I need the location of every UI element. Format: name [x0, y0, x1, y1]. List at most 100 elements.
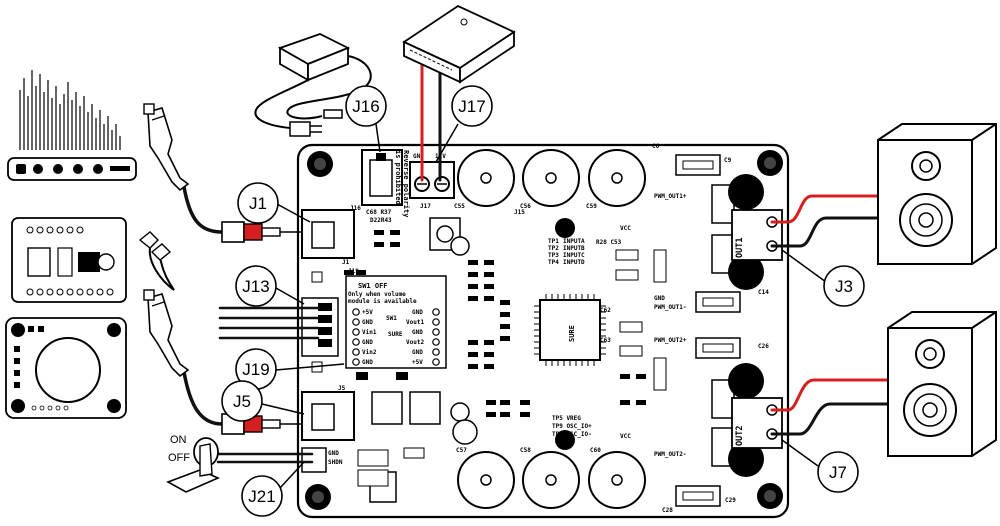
header-j19: SW1 OFF Only when volume module is avail…: [345, 268, 447, 369]
vcc-label-bottom: VCC: [620, 433, 631, 440]
player-control-icons: [16, 164, 130, 174]
callout-j7-text: J7: [829, 463, 847, 482]
hdr-right-1: Vout1: [406, 319, 424, 326]
output-chokes: [711, 174, 764, 477]
j21-gnd-label: GND: [328, 450, 339, 457]
out1-label: OUT1: [735, 238, 745, 258]
callout-j3-text: J3: [835, 277, 853, 296]
rca-plug-j5: [221, 413, 302, 435]
r28-c53-label: R28 C53: [596, 239, 622, 246]
tp5-vreg: TP5 VREG: [552, 415, 581, 422]
polarity-warning-1: Reverse polarity: [402, 150, 410, 218]
hdr-left-3: GND: [362, 339, 373, 346]
j21-shdn-label: SHDN: [328, 459, 343, 466]
c26-label: C26: [758, 343, 769, 350]
power-toggle-switch: ON OFF: [166, 434, 220, 493]
input-labels: TP1 INPUTA TP2 INPUTB TP3 INPUTC TP4 INP…: [548, 238, 585, 266]
capacitors-top: C55 C56 C59: [454, 149, 646, 210]
sw1-label: SW1: [386, 315, 397, 322]
audio-cable-j1: [182, 185, 224, 234]
c28-label: C28: [662, 507, 673, 514]
bluetooth-module: [11, 217, 127, 303]
audio-cable-j5: [182, 370, 224, 426]
c68-r37-label: C68 R37: [366, 209, 392, 216]
j17-board-label: J17: [420, 203, 431, 210]
svg-text:GND: GND: [413, 153, 424, 160]
c59-label: C59: [586, 203, 597, 210]
mounting-holes: [305, 150, 783, 510]
speaker1-wire-red: [770, 194, 880, 224]
aux-jack-2: [143, 289, 190, 378]
callout-j16-text: J16: [352, 97, 379, 116]
c63-label: C63: [600, 337, 611, 344]
switch-terminal-j21: GND SHDN: [301, 447, 343, 473]
hdr-left-0: +5V: [362, 309, 373, 316]
speaker1-wire-black: [770, 216, 880, 248]
wires: [182, 60, 890, 464]
pwm-out1-minus: PWM_OUT1-: [654, 304, 687, 311]
out2-label: OUT2: [735, 426, 745, 446]
smd-components: [311, 217, 667, 503]
callout-j17: J17: [451, 85, 493, 127]
usb-cable: [138, 231, 175, 291]
control-wires-j13: [218, 306, 320, 340]
c9-label: C9: [724, 157, 732, 164]
output-terminal-j7: OUT2: [731, 397, 783, 449]
hdr-right-3: Vout2: [406, 339, 424, 346]
callout-leaders: [261, 123, 827, 489]
c29-label: C29: [725, 497, 736, 504]
gnd-label-mid: GND: [654, 295, 665, 302]
input-b-label: INPUTB: [563, 245, 585, 252]
c56-label: C56: [520, 203, 531, 210]
callout-j21-text: J21: [248, 487, 275, 506]
callout-j21: J21: [241, 475, 283, 517]
c55-label: C55: [454, 203, 465, 210]
aux-jack-1: [143, 103, 190, 192]
tp2-label: TP2: [548, 245, 559, 252]
callout-j1: J1: [237, 182, 279, 224]
callout-j16: J16: [345, 85, 387, 127]
speaker-2: [887, 311, 997, 457]
pwm-out2-plus: PWM_OUT2+: [654, 337, 687, 344]
switching-power-supply: [402, 4, 516, 84]
callout-j3: J3: [823, 265, 865, 307]
d22-r43-label: D22R43: [370, 217, 392, 224]
c60-label: C60: [590, 447, 601, 454]
pwm-labels: PWM_OUT1+ PWM_OUT1- PWM_OUT2+ PWM_OUT2- …: [620, 193, 687, 458]
tp3-label: TP3: [548, 252, 559, 259]
hdr-left-2: Vin1: [362, 329, 377, 336]
input-a-label: INPUTA: [563, 238, 585, 245]
tp1-label: TP1: [548, 238, 559, 245]
j16-board-label: J16: [350, 205, 361, 212]
switch-on-label: ON: [170, 434, 187, 446]
callout-j13: J13: [235, 265, 277, 307]
hdr-left-4: Vin2: [362, 349, 377, 356]
input-terminal-j5: J5: [301, 385, 355, 441]
switch-wires-j21: [216, 452, 314, 464]
capacitors-bottom: C57 C58 C60: [456, 447, 646, 509]
dc-jack-j16: J16: [350, 149, 403, 212]
hdr-left-5: GND: [362, 359, 373, 366]
callout-j19-text: J19: [242, 360, 269, 379]
j1-board-label: J1: [342, 259, 350, 266]
rca-plug-j1: [221, 221, 302, 243]
callout-j19: J19: [235, 348, 277, 390]
pwm-out2-minus: PWM_OUT2-: [654, 451, 687, 458]
c58-label: C58: [520, 447, 531, 454]
output-terminal-j3: OUT1: [731, 209, 783, 261]
sw1-note-2: Only when volume: [348, 291, 406, 298]
pwm-out1-plus: PWM_OUT1+: [654, 193, 687, 200]
callout-j17-text: J17: [458, 97, 485, 116]
callout-j13-text: J13: [242, 277, 269, 296]
switch-off-label: OFF: [168, 452, 190, 464]
sure-logo-small: SURE: [388, 331, 403, 338]
speaker2-wire-black: [770, 402, 890, 436]
hdr-left-1: GND: [362, 319, 373, 326]
input-terminal-j1: J1: [301, 209, 355, 266]
power-adapter: [254, 33, 372, 137]
j15-label: J15: [514, 209, 525, 216]
c14-label: C14: [758, 289, 769, 296]
c62-label: C62: [600, 307, 611, 314]
main-ic: SURE: [534, 294, 606, 366]
j5-board-label: J5: [338, 385, 346, 392]
